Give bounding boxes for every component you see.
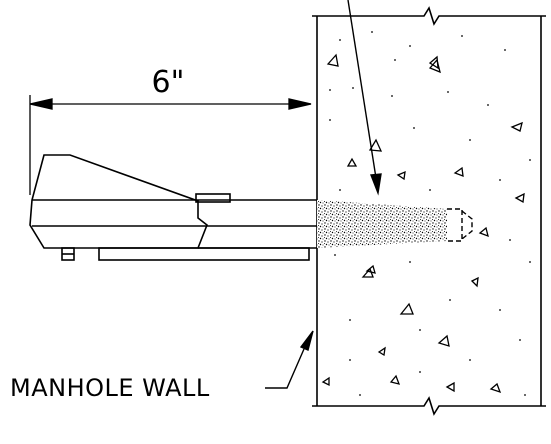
dimension-arrow-left [29,98,53,110]
step-leg [198,199,317,249]
grout-fill [317,200,447,248]
manhole-step [29,154,317,261]
manhole-wall-leader [265,330,314,389]
dimension-arrow-right [288,98,312,110]
manhole-wall-leader-arrow [299,330,314,351]
concrete-aggregate [321,53,525,394]
concrete-speckles [329,31,531,396]
step-bump [195,193,231,203]
dimension-6in [29,95,312,195]
manhole-wall-label: MANHOLE WALL [10,374,210,402]
step-tread [29,154,208,249]
drilled-hole-end [447,208,473,242]
grout-leader-arrow [370,173,382,196]
bottom-break-line [312,396,546,416]
dimension-label: 6" [152,65,185,100]
step-lower-flange [98,247,310,261]
top-break-line [312,6,546,26]
grout-leader [347,0,382,196]
